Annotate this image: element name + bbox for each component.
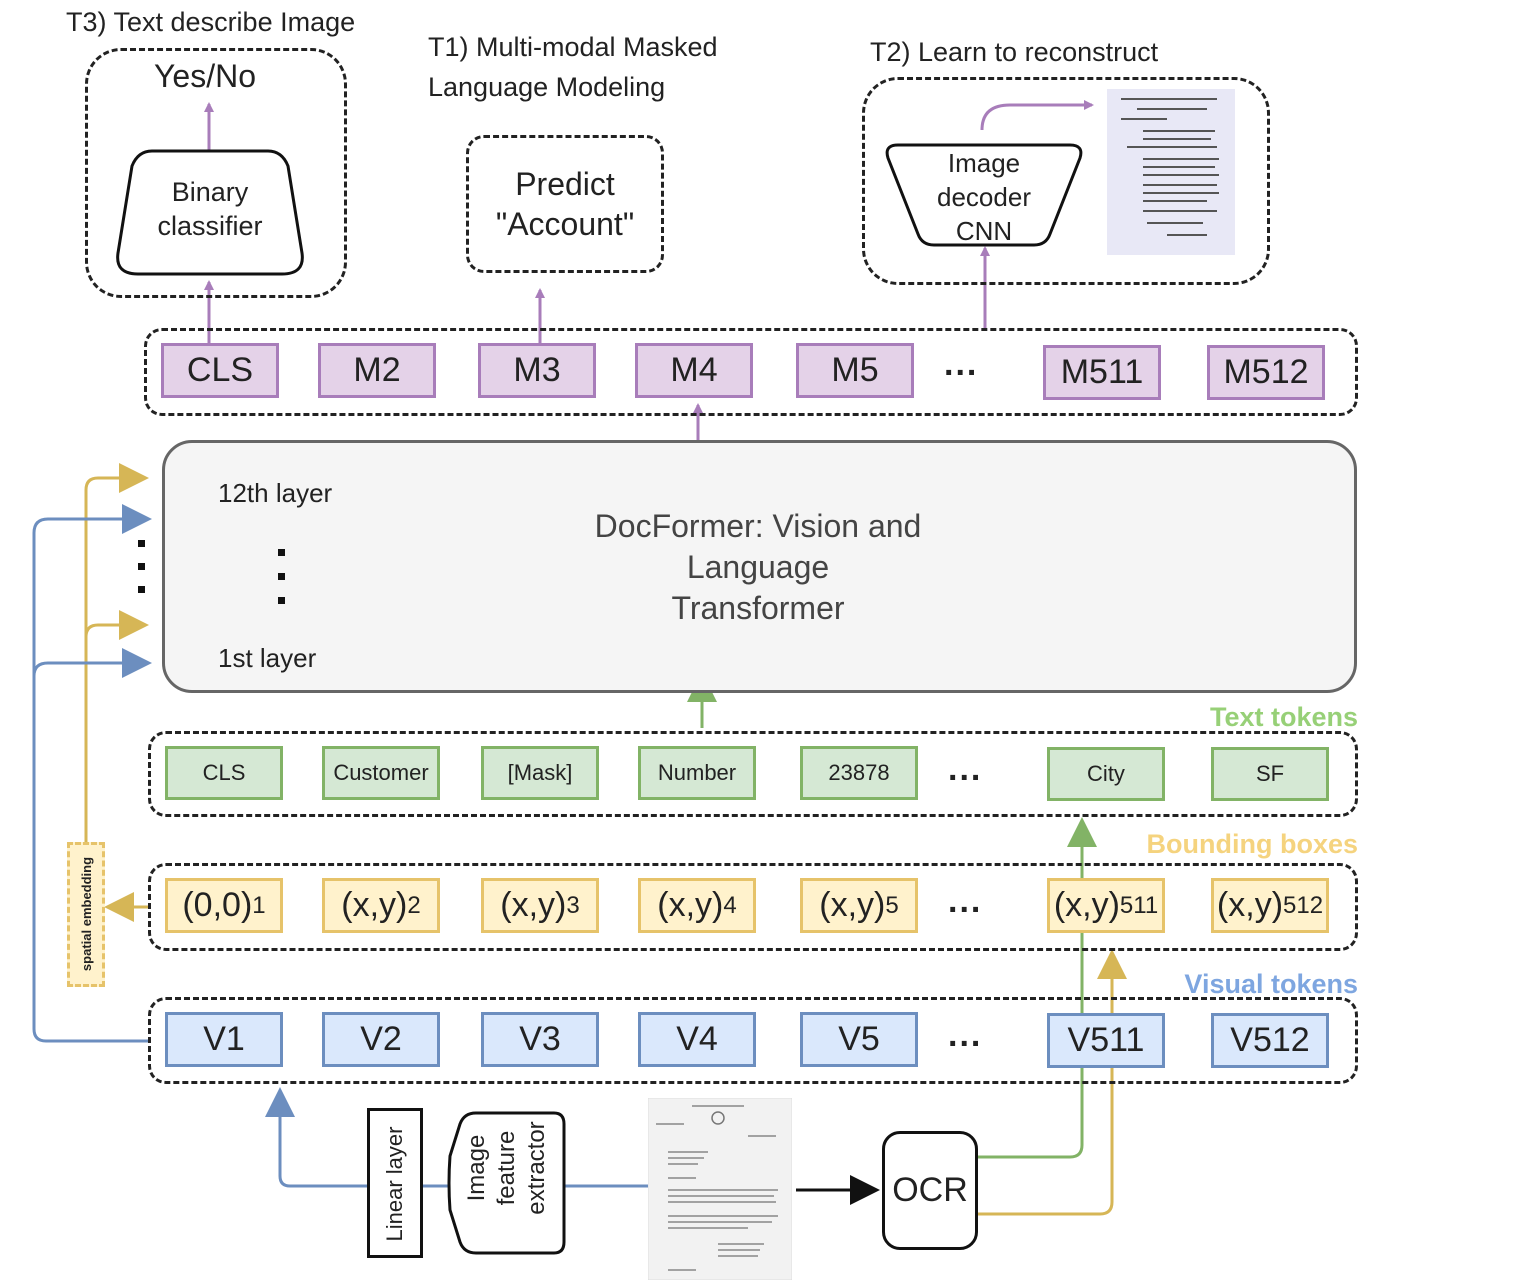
spatial-embedding-label: spatial embedding (78, 856, 94, 972)
layer-dot (138, 563, 145, 570)
bbox-token: (x,y)512 (1211, 878, 1329, 933)
bounding-boxes-label: Bounding boxes (1146, 829, 1359, 859)
input-document-image (648, 1098, 792, 1280)
output-token: M511 (1043, 345, 1161, 400)
top-layer-label: 12th layer (218, 478, 333, 508)
binary-classifier: Binary classifier (112, 175, 308, 243)
text-tokens-label: Text tokens (1209, 702, 1358, 732)
bbox-token: (x,y)4 (638, 878, 756, 933)
layer-ellipsis-dots (278, 549, 285, 604)
bottom-layer-label: 1st layer (218, 643, 317, 673)
visual-token: V511 (1047, 1013, 1165, 1068)
arrow-visual-to-12th-layer (32, 504, 152, 1043)
text-token: Number (638, 746, 756, 800)
visual-token: V3 (481, 1012, 599, 1067)
image-decoder-shape (885, 143, 1083, 247)
bounding-boxes-group (148, 863, 1358, 951)
predict-line: Predict (515, 166, 615, 202)
output-token: CLS (161, 343, 279, 398)
transformer-title-line: Transformer (671, 590, 845, 626)
arrow-image-to-visual-tokens (265, 1087, 648, 1188)
arrow-spatial-to-1st-layer (84, 610, 149, 690)
binary-classifier-line: classifier (157, 211, 263, 241)
bbox-base: (x,y) (1216, 886, 1284, 924)
binary-classifier-line: Binary (171, 177, 249, 207)
transformer-title-line: DocFormer: Vision and (594, 508, 922, 544)
output-tokens-group (144, 328, 1358, 416)
t1-title-line: T1) Multi-modal Masked (428, 32, 718, 62)
output-token: M2 (318, 343, 436, 398)
t2-group (862, 77, 1270, 285)
binary-classifier-shape (116, 149, 304, 276)
layer-dot (138, 586, 145, 593)
visual-token: V2 (322, 1012, 440, 1067)
t1-title-line: Language Modeling (428, 72, 666, 102)
visual-tokens-label: Visual tokens (1184, 969, 1358, 999)
bbox-base: (x,y) (1053, 886, 1120, 924)
bbox-base: (x,y) (341, 886, 408, 924)
feature-extractor-line: feature (493, 1130, 520, 1206)
bbox-token: (x,y)5 (800, 878, 918, 933)
decoder-line: CNN (955, 216, 1013, 246)
visual-token: V5 (800, 1012, 918, 1067)
ocr-box: OCR (882, 1131, 978, 1250)
feature-extractor-line: extractor (523, 1121, 550, 1215)
decoder-line: decoder (937, 182, 1031, 212)
t1-title: T1) Multi-modal Masked Language Modeling (428, 27, 718, 107)
spatial-embedding-box (67, 842, 105, 987)
bbox-base: (x,y) (819, 886, 886, 924)
transformer-title-line: Language (686, 549, 830, 585)
visual-ellipsis: ... (948, 1016, 983, 1054)
bbox-token: (x,y)511 (1047, 878, 1165, 933)
feature-extractor-shape (447, 1111, 566, 1255)
arrow-spatial-to-12th-layer (84, 463, 149, 850)
layer-dot (138, 540, 145, 547)
text-tokens-group (148, 731, 1358, 817)
t3-title: T3) Text describe Image (66, 7, 356, 37)
reconstructed-document-image (1107, 89, 1235, 255)
text-token: CLS (165, 746, 283, 800)
text-token: 23878 (800, 746, 918, 800)
output-token: M5 (796, 343, 914, 398)
bbox-token: (x,y)2 (322, 878, 440, 933)
transformer-title: DocFormer: Vision and Language Transform… (520, 506, 996, 629)
bbox-token: (x,y)3 (481, 878, 599, 933)
linear-layer-box (367, 1108, 423, 1258)
docformer-transformer (162, 440, 1357, 693)
arrow-ocr-to-text-tokens (978, 817, 1097, 1159)
arrow-decoder-to-image (980, 100, 1094, 131)
bbox-base: (x,y) (500, 886, 567, 924)
text-ellipsis: ... (948, 750, 983, 788)
arrow-ocr-to-bounding-boxes (978, 949, 1127, 1216)
bbox-base: (x,y) (657, 886, 724, 924)
image-decoder-cnn: Image decoder CNN (884, 146, 1084, 248)
predict-account-box: Predict "Account" (466, 135, 664, 273)
yes-no-output: Yes/No (154, 57, 256, 94)
output-ellipsis: ... (944, 345, 979, 383)
bbox-ellipsis: ... (948, 882, 983, 920)
feature-extractor-line: Image (463, 1134, 490, 1202)
text-token: SF (1211, 747, 1329, 801)
visual-token: V4 (638, 1012, 756, 1067)
t3-group (85, 48, 347, 298)
t2-title: T2) Learn to reconstruct (870, 37, 1159, 67)
linear-layer-label: Linear layer (382, 1126, 407, 1242)
feature-extractor-label: Image feature extractor (452, 1093, 562, 1243)
output-token: M4 (635, 343, 753, 398)
visual-token: V512 (1211, 1013, 1329, 1068)
text-token: City (1047, 747, 1165, 801)
text-token: Customer (322, 746, 440, 800)
bbox-base: (0,0) (182, 886, 253, 924)
output-token: M3 (478, 343, 596, 398)
visual-token: V1 (165, 1012, 283, 1067)
output-token: M512 (1207, 345, 1325, 400)
bbox-token: (0,0)1 (165, 878, 283, 933)
arrow-visual-to-1st-layer (32, 648, 152, 690)
visual-tokens-group (148, 997, 1358, 1084)
predict-line: "Account" (495, 206, 635, 242)
text-token: [Mask] (481, 746, 599, 800)
decoder-line: Image (947, 148, 1021, 178)
